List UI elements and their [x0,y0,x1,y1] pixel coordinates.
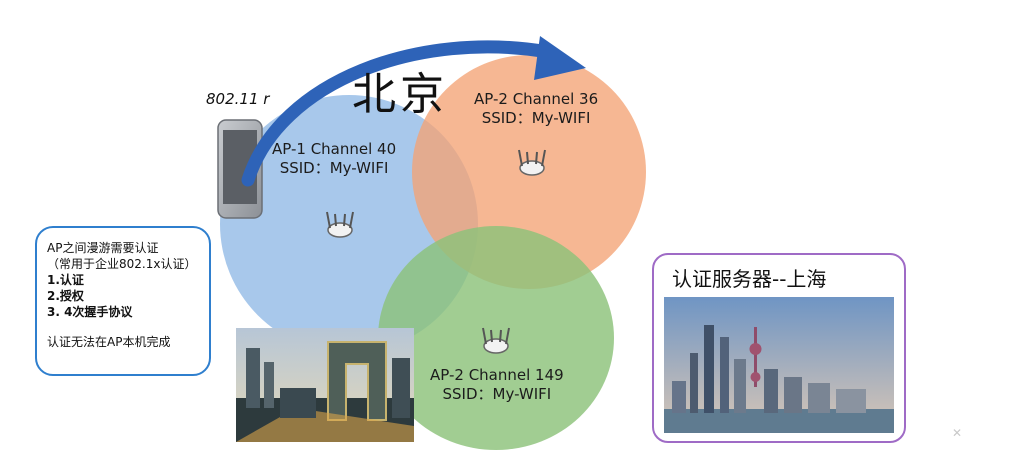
info-note: 认证无法在AP本机完成 [47,335,171,349]
shanghai-photo [664,297,894,433]
ap3-coverage-circle [378,226,614,450]
ap1-router-icon [326,211,354,238]
info-line1: AP之间漫游需要认证 [47,241,159,255]
watermark-icon: ✕ [952,426,963,440]
ap3-ssid: SSID：My-WIFI [442,385,552,403]
info-step1: 1.认证 [47,273,84,287]
ap2-channel: AP-2 Channel 36 [474,90,599,108]
ap3-label: AP-2 Channel 149 SSID：My-WIFI [430,366,564,404]
phone-icon [217,119,263,219]
auth-server-title: 认证服务器--上海 [672,267,827,291]
ap1-channel: AP-1 Channel 40 [272,140,397,158]
ap2-router-icon [518,149,546,176]
roaming-info-box: AP之间漫游需要认证 （常用于企业802.1x认证） 1.认证 2.授权 3. … [35,226,211,376]
ap2-label: AP-2 Channel 36 SSID：My-WIFI [474,90,598,128]
info-line2: （常用于企业802.1x认证） [47,257,197,271]
auth-server-box: 认证服务器--上海 [652,253,906,443]
ap1-ssid: SSID：My-WIFI [279,159,389,177]
info-step2: 2.授权 [47,289,84,303]
info-step3: 3. 4次握手协议 [47,305,133,319]
ap3-router-icon [482,327,510,354]
ap1-label: AP-1 Channel 40 SSID：My-WIFI [272,140,396,178]
standard-label: 802.11 r [206,90,270,108]
city-title-beijing: 北京 [352,69,448,120]
beijing-photo [236,328,414,442]
ap2-ssid: SSID：My-WIFI [481,109,591,127]
ap3-channel: AP-2 Channel 149 [430,366,564,384]
